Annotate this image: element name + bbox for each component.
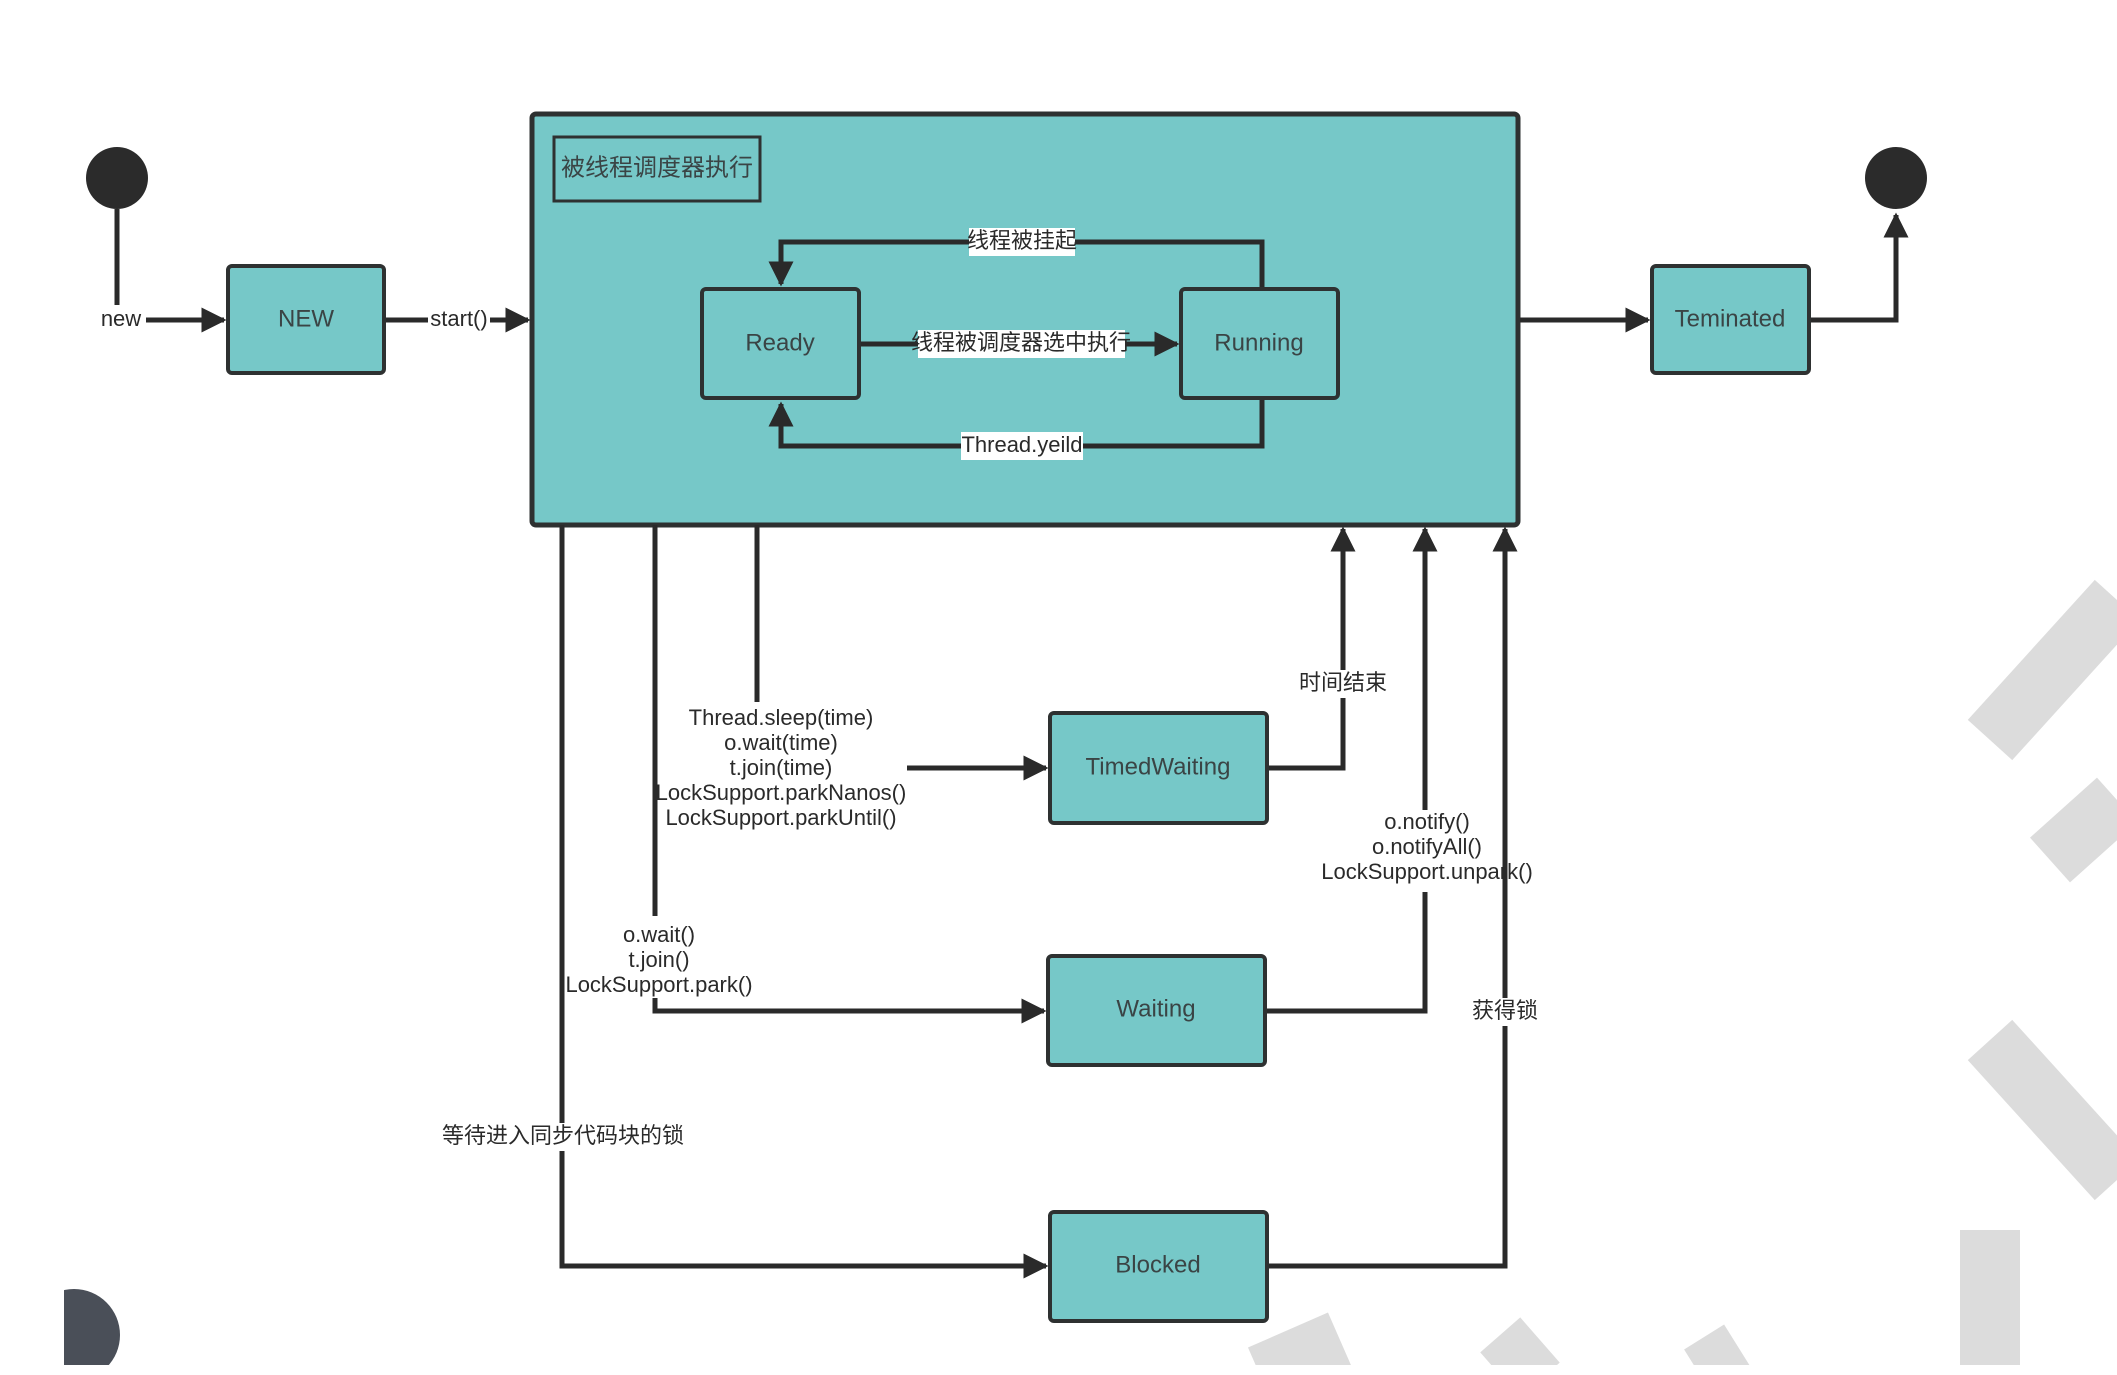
watermark xyxy=(1247,579,2117,1375)
initial-node xyxy=(86,147,148,209)
edge-label-start: start() xyxy=(430,306,487,331)
state-new-label: NEW xyxy=(278,305,334,332)
svg-text:t.join(time): t.join(time) xyxy=(730,755,833,780)
state-timed-waiting xyxy=(1048,711,1269,825)
state-blocked xyxy=(1048,1210,1269,1323)
svg-text:t.join(): t.join() xyxy=(628,947,689,972)
edge-notify xyxy=(1267,892,1428,1014)
edge-time-up xyxy=(1269,526,1356,771)
state-ready xyxy=(700,287,861,400)
final-node xyxy=(1865,147,1927,209)
edge-label-selected: 线程被调度器选中执行 xyxy=(911,330,1131,355)
state-running-label: Running xyxy=(1214,329,1303,356)
svg-text:LockSupport.parkNanos(): LockSupport.parkNanos() xyxy=(656,780,907,805)
scheduler-title-box xyxy=(552,135,762,203)
edge-label-get-lock: 获得锁 xyxy=(1472,998,1538,1023)
edges xyxy=(114,209,1909,1279)
edge-label-time-up: 时间结束 xyxy=(1299,670,1387,695)
scheduler-title: 被线程调度器执行 xyxy=(561,154,753,181)
state-terminated xyxy=(1650,264,1811,375)
avatar[interactable] xyxy=(0,1280,2117,1375)
state-running xyxy=(1179,287,1340,400)
state-blocked-label: Blocked xyxy=(1115,1251,1200,1278)
svg-text:Thread.sleep(time): Thread.sleep(time) xyxy=(689,705,874,730)
edge-label-notify-calls: o.notify() o.notifyAll() LockSupport.unp… xyxy=(1321,809,1533,884)
edge-new xyxy=(114,209,227,333)
edge-label-wait-calls: o.wait() t.join() LockSupport.park() xyxy=(565,922,752,997)
edge-get-lock xyxy=(1269,526,1518,1269)
state-waiting xyxy=(1046,954,1267,1067)
svg-text:o.notify(): o.notify() xyxy=(1384,809,1470,834)
state-terminated-label: Teminated xyxy=(1675,305,1786,332)
state-timed-waiting-label: TimedWaiting xyxy=(1086,753,1231,780)
svg-text:o.wait(): o.wait() xyxy=(623,922,695,947)
edge-label-suspended: 线程被挂起 xyxy=(967,228,1077,253)
svg-text:LockSupport.park(): LockSupport.park() xyxy=(565,972,752,997)
svg-text:o.wait(time): o.wait(time) xyxy=(724,730,838,755)
edge-wait-lock xyxy=(559,525,1049,1279)
edge-label-yield: Thread.yeild xyxy=(961,432,1082,457)
svg-text:LockSupport.parkUntil(): LockSupport.parkUntil() xyxy=(665,805,896,830)
edge-label-timed-calls: Thread.sleep(time) o.wait(time) t.join(t… xyxy=(656,705,907,830)
svg-text:o.notifyAll(): o.notifyAll() xyxy=(1372,834,1482,859)
edge-label-new: new xyxy=(101,306,141,331)
state-waiting-label: Waiting xyxy=(1116,995,1195,1022)
state-new xyxy=(226,264,386,375)
svg-text:LockSupport.unpark(): LockSupport.unpark() xyxy=(1321,859,1533,884)
edge-to-final xyxy=(1811,212,1909,323)
state-ready-label: Ready xyxy=(745,329,814,356)
edge-label-wait-lock: 等待进入同步代码块的锁 xyxy=(442,1123,684,1148)
